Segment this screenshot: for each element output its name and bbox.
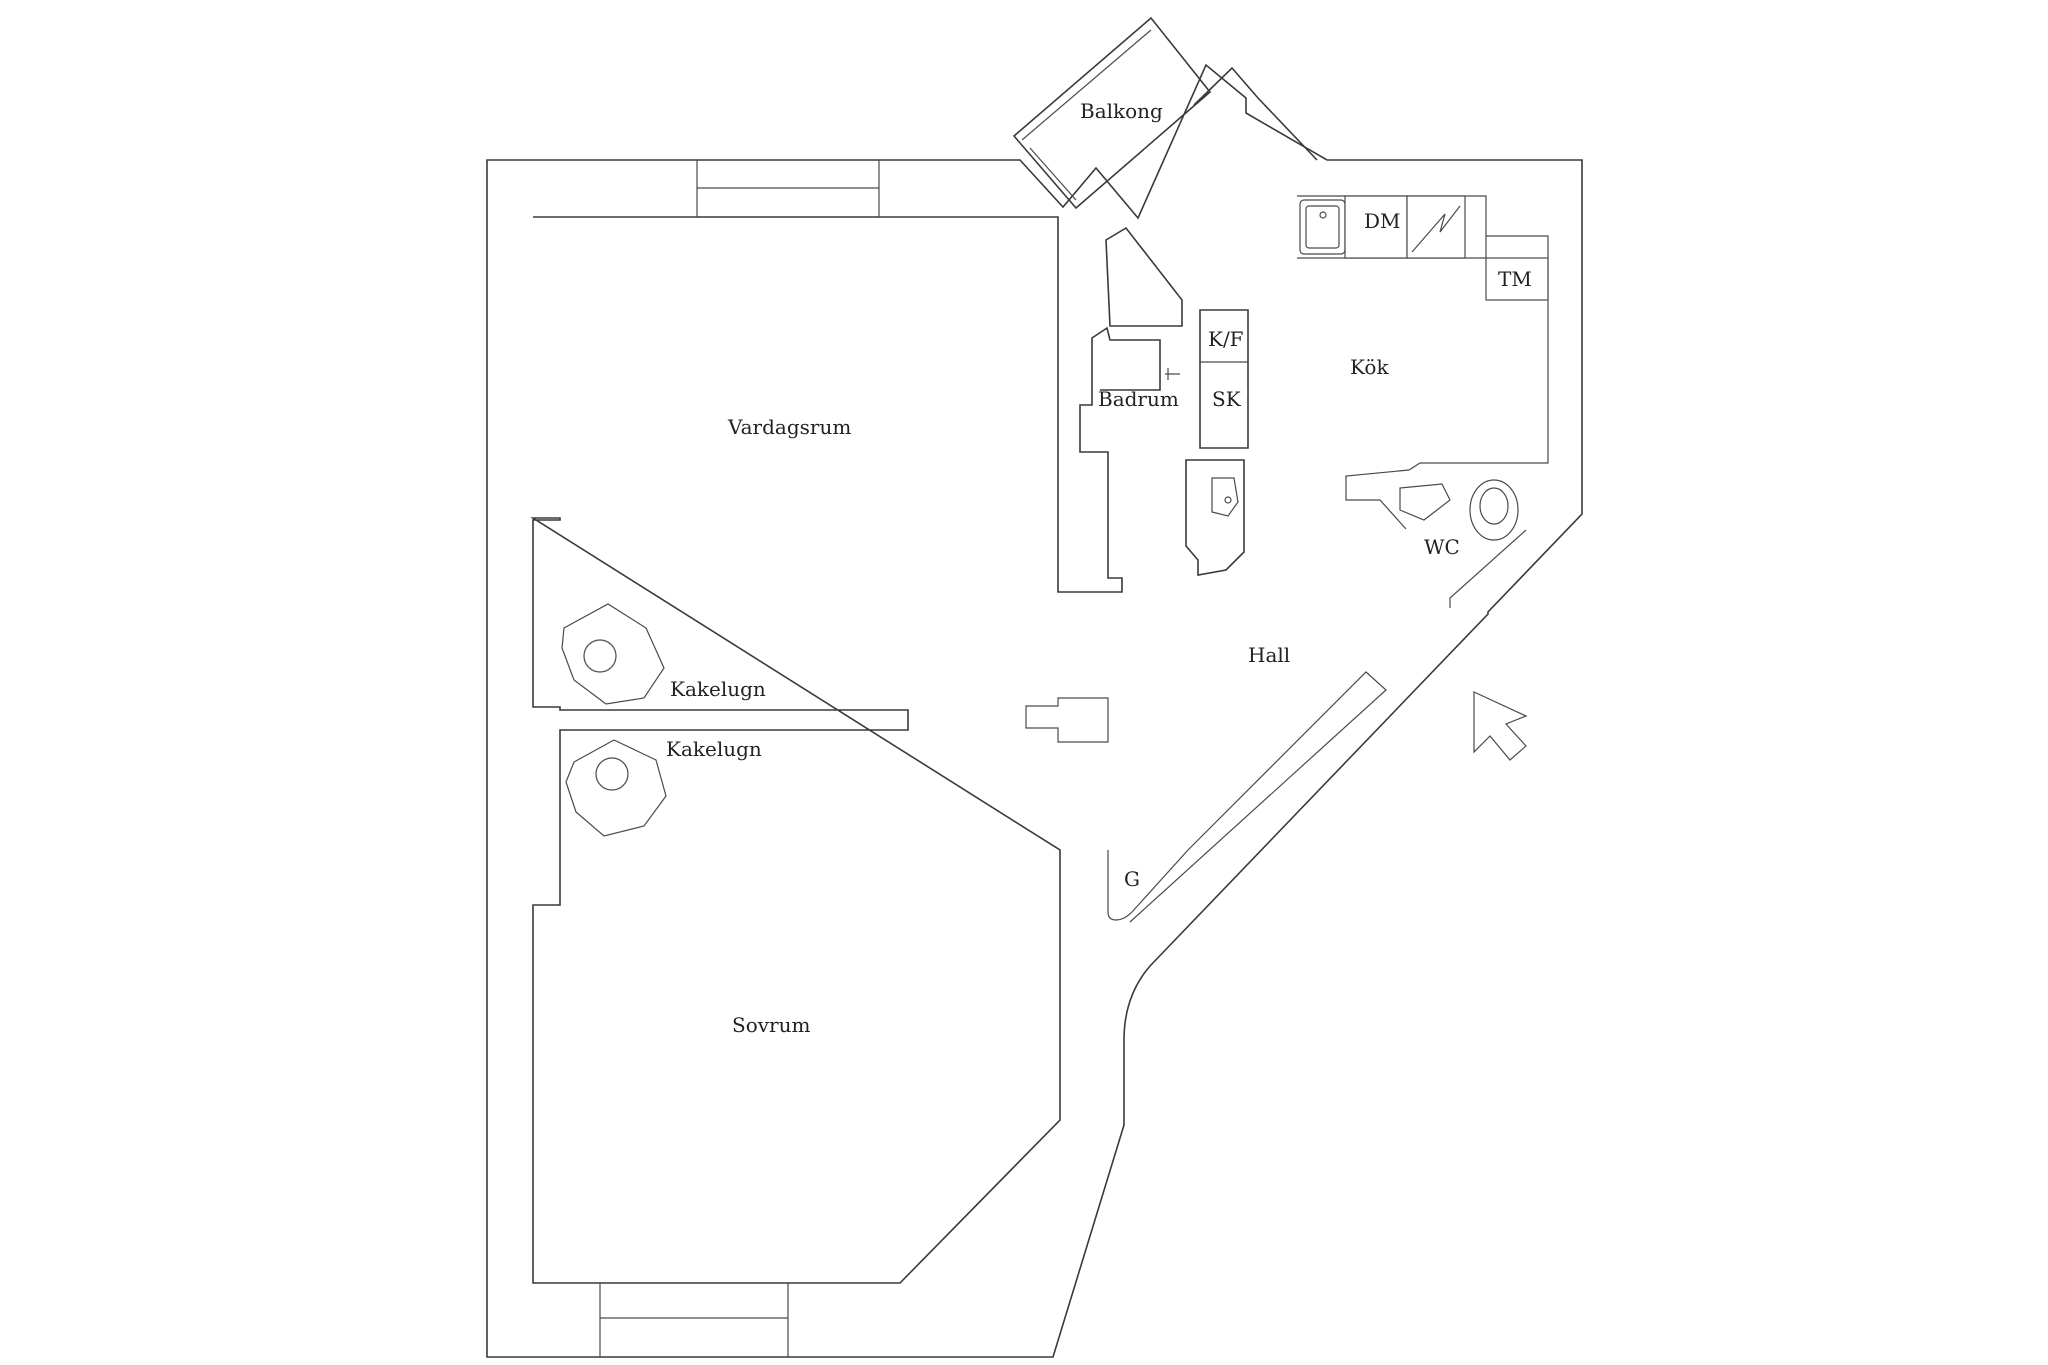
bathroom-sink-drain xyxy=(1224,496,1232,504)
hall-column xyxy=(1025,697,1109,743)
kakelugn-2-stove xyxy=(565,739,667,837)
kitchen-counter xyxy=(1297,195,1549,530)
fixture-label-dm: DM xyxy=(1364,209,1401,233)
kitchen-sink xyxy=(1299,199,1346,255)
stove-symbol xyxy=(1411,205,1461,253)
kakelugn-1-stove xyxy=(561,603,665,705)
room-label-vardagsrum: Vardagsrum xyxy=(727,415,851,439)
room-label-kok: Kök xyxy=(1350,355,1389,379)
hall-wall xyxy=(1107,849,1189,921)
shower-head xyxy=(1165,368,1180,380)
room-label-hall: Hall xyxy=(1248,643,1290,667)
hall-diagonal xyxy=(1129,671,1387,923)
kitchen-sink-basin xyxy=(1305,205,1340,249)
fixture-label-g: G xyxy=(1124,867,1140,891)
wall-segment xyxy=(1105,226,1183,327)
bathroom-sink-wall xyxy=(1185,459,1245,576)
sink-drain xyxy=(1319,211,1327,219)
kakelugn-2-circle xyxy=(595,757,629,791)
room-label-balkong: Balkong xyxy=(1080,99,1163,123)
fixture-label-tm: TM xyxy=(1498,267,1532,291)
stove xyxy=(1406,195,1466,259)
balcony-rail xyxy=(1021,29,1152,201)
bathroom-sink xyxy=(1211,477,1239,517)
fixture-label-kf: K/F xyxy=(1208,327,1244,351)
tm-box xyxy=(1485,257,1549,301)
wc-wall xyxy=(1449,529,1527,608)
room-label-sovrum: Sovrum xyxy=(732,1013,810,1037)
room-label-badrum: Badrum xyxy=(1098,387,1179,411)
kakelugn-1-circle xyxy=(583,639,617,673)
outer-wall xyxy=(486,63,1583,1358)
wc-toilet xyxy=(1469,479,1519,541)
bathroom-walls xyxy=(1199,309,1249,449)
fixture-label-kakelugn-2: Kakelugn xyxy=(666,737,762,761)
kitchen-wall xyxy=(1193,66,1318,161)
room-label-wc: WC xyxy=(1424,535,1460,559)
balcony-outline xyxy=(1012,16,1212,210)
wc-toilet-seat xyxy=(1479,487,1509,525)
fixture-label-kakelugn-1: Kakelugn xyxy=(670,677,766,701)
fixture-label-sk: SK xyxy=(1212,387,1242,411)
wc-sink xyxy=(1399,483,1451,521)
window-bottom xyxy=(599,1282,789,1358)
entrance-arrow-icon xyxy=(1473,691,1528,761)
